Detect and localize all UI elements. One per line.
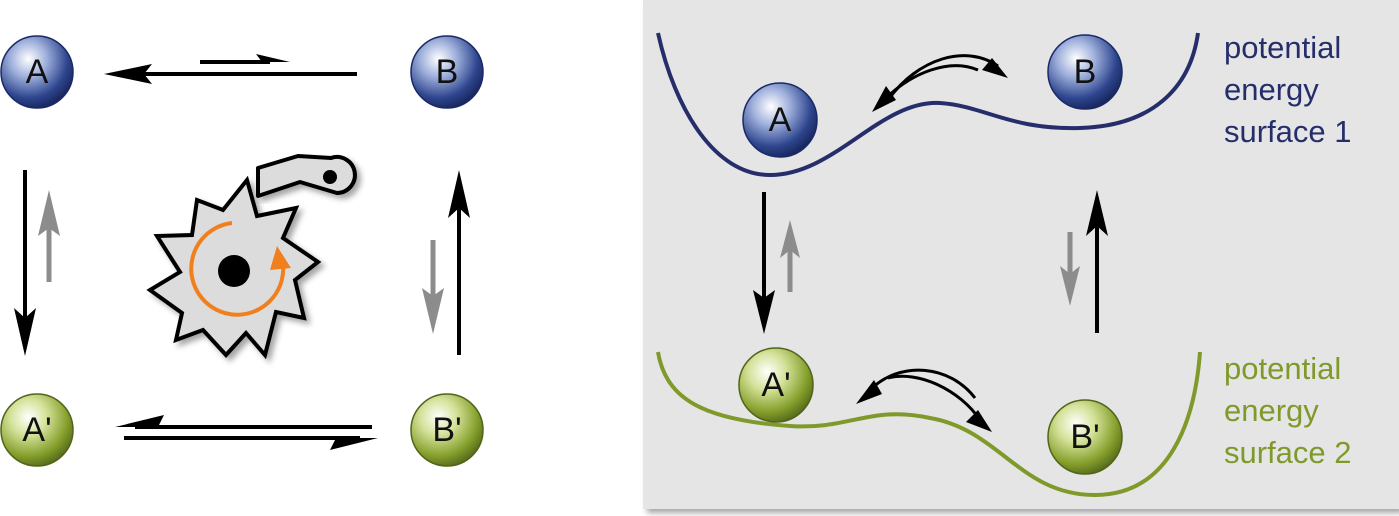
left-vertical-arrows-b — [422, 170, 470, 355]
left-state-a-label: A — [26, 53, 49, 91]
left-bottom-equilibrium-arrows — [115, 415, 378, 450]
right-state-a-label: A — [769, 101, 792, 139]
rotation-arc — [189, 221, 286, 317]
surface-1-label: potential energy surface 1 — [1224, 30, 1352, 149]
right-state-b-prime: B' — [1047, 399, 1123, 475]
left-state-b-prime-label: B' — [432, 411, 461, 449]
surface-1-arrowhead-right — [982, 58, 1008, 78]
right-state-b-prime-label: B' — [1070, 418, 1099, 456]
left-top-half-arrowhead-right — [256, 54, 290, 62]
right-a-down-arrowhead — [753, 290, 775, 334]
ratchet-rotation — [189, 221, 291, 317]
surface-2-label-line2: energy — [1224, 393, 1319, 428]
potential-energy-surface-1 — [656, 32, 1200, 178]
left-b-down-grey-arrowhead — [422, 288, 444, 334]
surface-2-arrowhead-left — [856, 380, 882, 404]
left-top-equilibrium-arrows — [104, 54, 357, 84]
left-b-up-arrowhead — [448, 170, 470, 218]
potential-energy-surface-2 — [656, 351, 1202, 498]
ratchet-pawl — [256, 154, 357, 198]
left-scheme: A B A' B' — [0, 35, 484, 467]
surface-2-label-line1: potential — [1224, 351, 1341, 386]
left-vertical-arrows-a — [14, 170, 60, 356]
left-state-b: B — [410, 35, 484, 109]
left-bottom-half-arrowhead-left — [115, 415, 164, 427]
right-b-down-grey-arrowhead — [1060, 266, 1080, 306]
right-state-b: B — [1047, 34, 1123, 110]
left-state-a-prime: A' — [0, 393, 74, 467]
ratchet-pawl-body — [256, 154, 357, 198]
left-state-a-prime-label: A' — [22, 411, 51, 449]
surface-2-arrowhead-right — [966, 410, 992, 432]
surface-2-label: potential energy surface 2 — [1224, 351, 1352, 470]
surface-1-label-line1: potential — [1224, 30, 1341, 65]
right-b-up-arrowhead — [1086, 190, 1108, 236]
right-state-b-label: B — [1074, 53, 1097, 91]
surface-1-label-line3: surface 1 — [1224, 114, 1352, 149]
right-scheme: A B A' B' — [643, 0, 1399, 509]
left-a-down-arrowhead — [14, 308, 36, 356]
surface-2-equilibrium-arrows — [856, 368, 992, 432]
surface-1-equilibrium-arrows — [872, 54, 1008, 112]
left-state-b-label: B — [436, 53, 459, 91]
surface-2-label-line3: surface 2 — [1224, 435, 1352, 470]
surface-1-label-line2: energy — [1224, 72, 1319, 107]
right-vertical-arrows-a — [753, 192, 800, 334]
left-state-b-prime: B' — [410, 393, 484, 467]
rotation-arrowhead — [270, 246, 291, 270]
right-state-a: A — [742, 82, 818, 158]
right-a-up-grey-arrowhead — [780, 220, 800, 258]
pawl-pivot — [323, 170, 337, 184]
left-a-up-grey-arrowhead — [38, 190, 60, 236]
right-state-a-prime: A' — [738, 347, 814, 423]
surface-1-arrowhead-left — [872, 86, 896, 112]
right-vertical-arrows-b — [1060, 190, 1108, 333]
left-top-arrowhead-left — [104, 64, 152, 84]
ratchet-axle — [218, 255, 250, 287]
right-state-a-prime-label: A' — [761, 366, 790, 404]
left-state-a: A — [0, 35, 74, 109]
left-bottom-half-arrowhead-right — [330, 438, 378, 450]
